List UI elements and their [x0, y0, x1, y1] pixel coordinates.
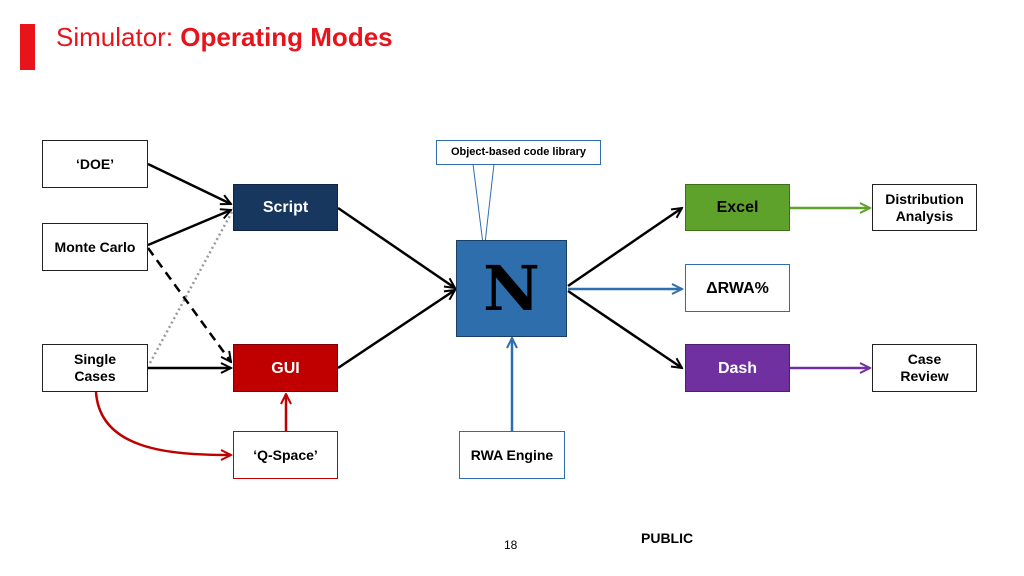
dotted-single-to-script	[148, 207, 236, 364]
rwa-engine-box: RWA Engine	[459, 431, 565, 479]
arrow-core-to-excel	[567, 208, 682, 288]
code-library-callout: Object-based code library	[436, 140, 601, 165]
gui-box: GUI	[233, 344, 338, 392]
dash-box: Dash	[685, 344, 790, 392]
arrow-montecarlo-to-script	[147, 210, 231, 247]
dashed-montecarlo-to-gui	[146, 247, 231, 362]
rwa-change-box: ΔRWA%	[685, 264, 790, 312]
script-box: Script	[233, 184, 338, 231]
core-n-box: N	[456, 240, 567, 337]
monte-carlo-box: Monte Carlo	[42, 223, 148, 271]
title-accent-bar	[20, 24, 35, 70]
excel-box: Excel	[685, 184, 790, 231]
arrow-single-to-qspace	[94, 391, 231, 455]
page-number: 18	[504, 538, 518, 552]
arrow-core-to-dash	[567, 289, 682, 368]
classification-label: PUBLIC	[641, 530, 694, 546]
arrow-gui-to-core	[337, 290, 455, 370]
title-emphasis: Operating Modes	[180, 22, 393, 52]
page-title: Simulator: Operating Modes	[56, 22, 393, 53]
callout-pointer	[472, 163, 495, 253]
arrow-doe-to-script	[147, 162, 231, 204]
arrow-script-to-core	[337, 206, 455, 288]
single-cases-box: Single Cases	[42, 344, 148, 392]
case-review-box: Case Review	[872, 344, 977, 392]
title-prefix: Simulator:	[56, 22, 181, 52]
doe-box: ‘DOE’	[42, 140, 148, 188]
distribution-analysis-box: Distribution Analysis	[872, 184, 977, 231]
q-space-box: ‘Q-Space’	[233, 431, 338, 479]
